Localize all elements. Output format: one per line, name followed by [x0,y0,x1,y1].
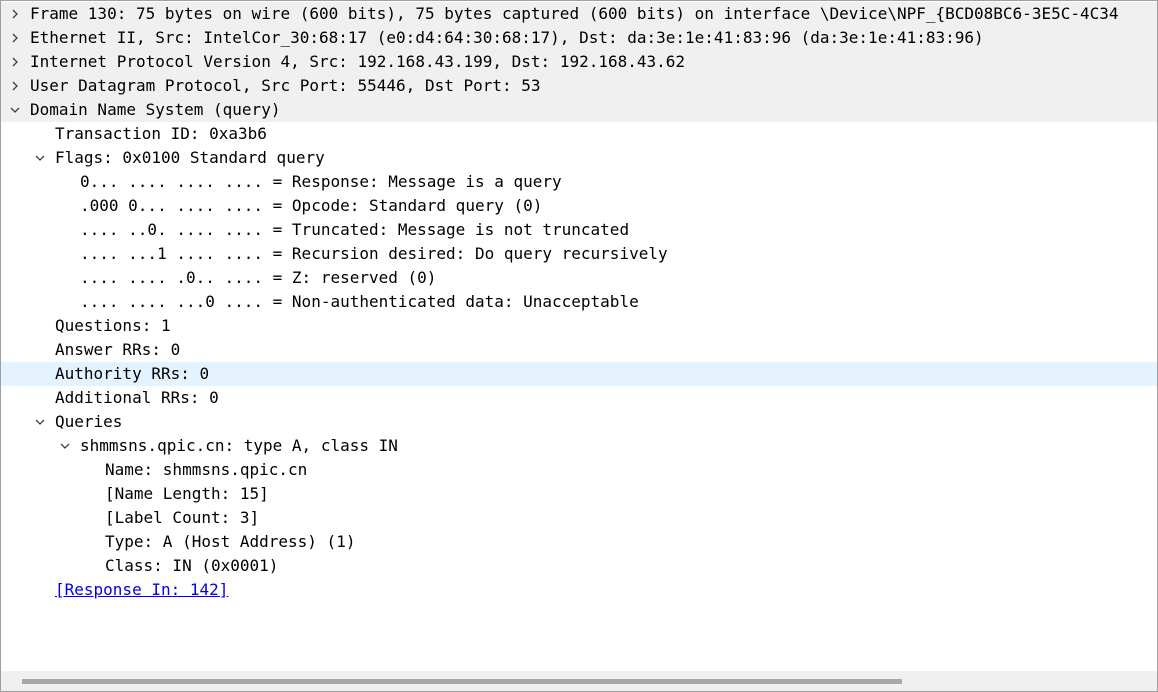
tree-row[interactable]: Domain Name System (query) [1,98,1157,122]
tree-row-label: .... ..0. .... .... = Truncated: Message… [80,220,630,239]
tree-row-label: Flags: 0x0100 Standard query [55,148,325,167]
tree-row-label: User Datagram Protocol, Src Port: 55446,… [30,76,541,95]
tree-row-label: Answer RRs: 0 [55,340,181,359]
tree-row[interactable]: Queries [1,410,1157,434]
tree-row[interactable]: Answer RRs: 0 [1,338,1157,362]
chevron-down-icon[interactable] [32,410,48,434]
tree-row[interactable]: Frame 130: 75 bytes on wire (600 bits), … [1,2,1157,26]
tree-row[interactable]: Questions: 1 [1,314,1157,338]
chevron-right-icon[interactable] [7,74,23,98]
tree-row[interactable]: .... .... .0.. .... = Z: reserved (0) [1,266,1157,290]
tree-row-label: Domain Name System (query) [30,100,281,119]
chevron-down-icon[interactable] [32,146,48,170]
tree-row-label: 0... .... .... .... = Response: Message … [80,172,562,191]
tree-row[interactable]: [Name Length: 15] [1,482,1157,506]
tree-row[interactable]: Authority RRs: 0 [1,362,1157,386]
tree-row[interactable]: Type: A (Host Address) (1) [1,530,1157,554]
tree-row-label: Name: shmmsns.qpic.cn [105,460,308,479]
tree-row[interactable]: Name: shmmsns.qpic.cn [1,458,1157,482]
tree-row-label: Questions: 1 [55,316,171,335]
tree-row-label: Frame 130: 75 bytes on wire (600 bits), … [30,4,1119,23]
tree-row-label: Transaction ID: 0xa3b6 [55,124,267,143]
tree-row-label: Type: A (Host Address) (1) [105,532,356,551]
tree-row-label: Internet Protocol Version 4, Src: 192.16… [30,52,686,71]
tree-row-label: .... .... ...0 .... = Non-authenticated … [80,292,639,311]
tree-row[interactable]: User Datagram Protocol, Src Port: 55446,… [1,74,1157,98]
tree-row-label: .... .... .0.. .... = Z: reserved (0) [80,268,437,287]
tree-row[interactable]: Additional RRs: 0 [1,386,1157,410]
tree-row-label: Additional RRs: 0 [55,388,219,407]
tree-row[interactable]: .000 0... .... .... = Opcode: Standard q… [1,194,1157,218]
tree-row[interactable]: Internet Protocol Version 4, Src: 192.16… [1,50,1157,74]
tree-row-label: Authority RRs: 0 [55,364,210,383]
tree-row[interactable]: 0... .... .... .... = Response: Message … [1,170,1157,194]
tree-row[interactable]: [Label Count: 3] [1,506,1157,530]
tree-row-label: [Name Length: 15] [105,484,269,503]
chevron-down-icon[interactable] [57,434,73,458]
response-in-link[interactable]: [Response In: 142] [55,580,229,599]
chevron-right-icon[interactable] [7,50,23,74]
tree-row[interactable]: Transaction ID: 0xa3b6 [1,122,1157,146]
tree-row[interactable]: .... ...1 .... .... = Recursion desired:… [1,242,1157,266]
chevron-right-icon[interactable] [7,26,23,50]
chevron-down-icon[interactable] [7,98,23,122]
tree-row[interactable]: .... ..0. .... .... = Truncated: Message… [1,218,1157,242]
tree-row-label: Queries [55,412,123,431]
tree-row-label: shmmsns.qpic.cn: type A, class IN [80,436,398,455]
tree-row[interactable]: .... .... ...0 .... = Non-authenticated … [1,290,1157,314]
tree-row[interactable]: Flags: 0x0100 Standard query [1,146,1157,170]
tree-row[interactable]: Ethernet II, Src: IntelCor_30:68:17 (e0:… [1,26,1157,50]
tree-row-label: Class: IN (0x0001) [105,556,279,575]
tree-row[interactable]: [Response In: 142] [1,578,1157,602]
horizontal-scrollbar[interactable] [1,671,1157,691]
packet-details-tree: Frame 130: 75 bytes on wire (600 bits), … [1,2,1157,602]
tree-row[interactable]: shmmsns.qpic.cn: type A, class IN [1,434,1157,458]
horizontal-scrollbar-thumb[interactable] [22,679,902,684]
tree-row-label: [Label Count: 3] [105,508,260,527]
tree-row-label: .... ...1 .... .... = Recursion desired:… [80,244,668,263]
tree-row-label: Ethernet II, Src: IntelCor_30:68:17 (e0:… [30,28,984,47]
chevron-right-icon[interactable] [7,2,23,26]
tree-row-label: .000 0... .... .... = Opcode: Standard q… [80,196,543,215]
tree-row[interactable]: Class: IN (0x0001) [1,554,1157,578]
